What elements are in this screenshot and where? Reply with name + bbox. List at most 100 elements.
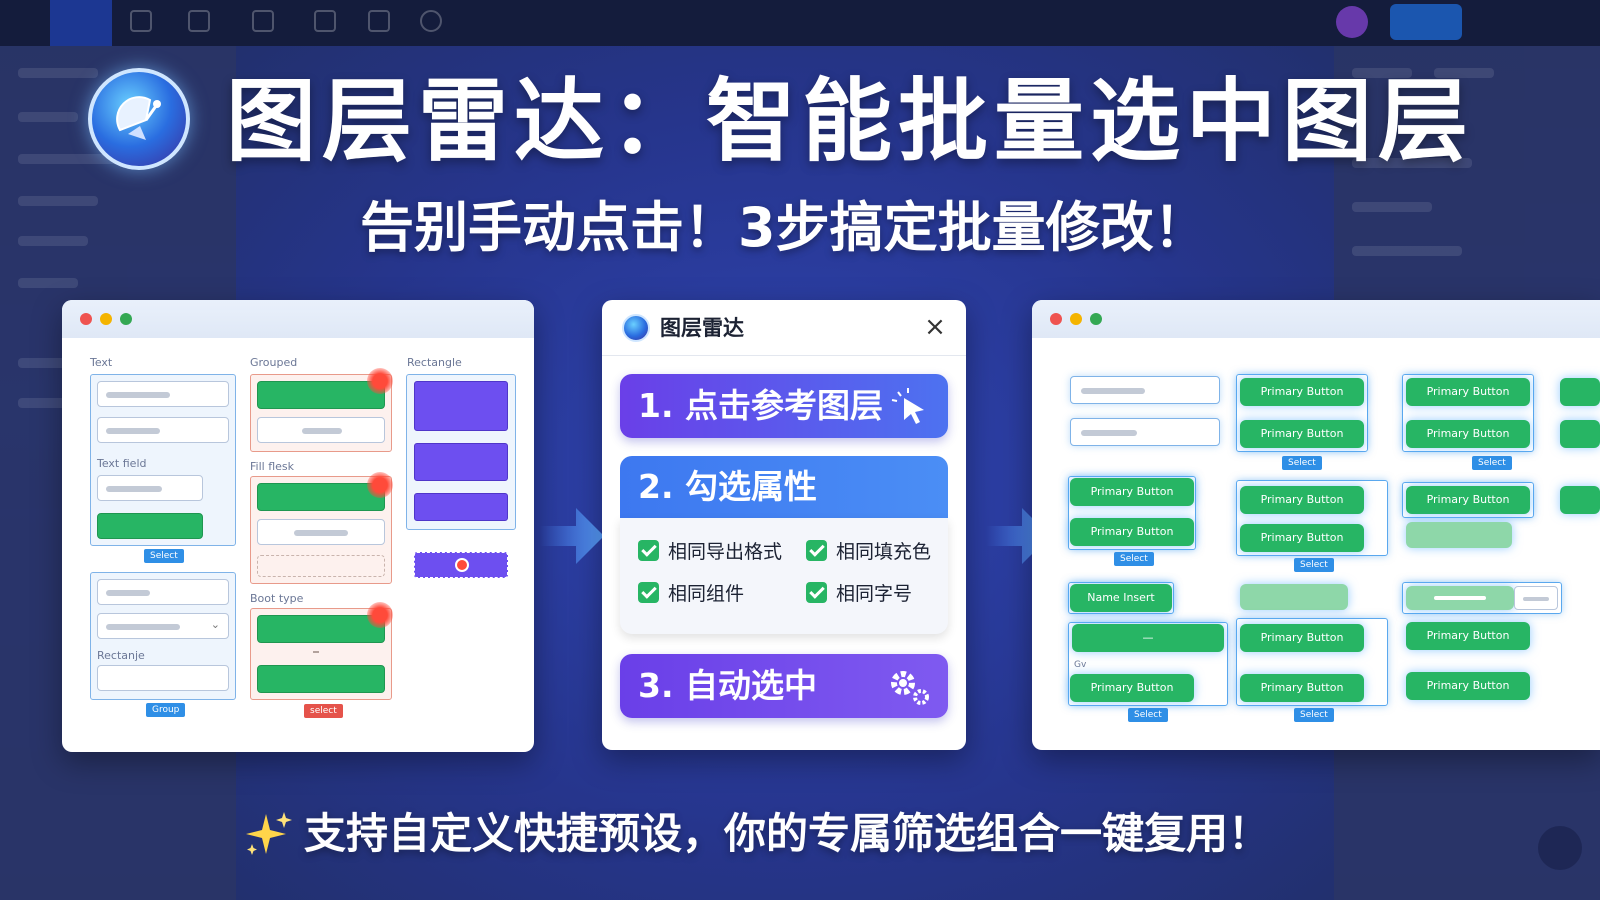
light-green-block[interactable] xyxy=(1240,584,1348,610)
checkbox-label: 相同导出格式 xyxy=(668,541,783,563)
checkbox-same-fill[interactable]: 相同填充色 xyxy=(806,540,931,564)
select-tag: Select xyxy=(1294,708,1334,722)
green-button[interactable] xyxy=(257,483,385,511)
text-field[interactable] xyxy=(97,381,229,407)
red-marker-icon xyxy=(367,368,393,394)
close-dot-icon xyxy=(1050,313,1062,325)
record-dot-icon xyxy=(455,558,469,572)
text-field[interactable] xyxy=(97,579,229,605)
step-label: 2. 勾选属性 xyxy=(638,467,817,506)
primary-button[interactable]: Primary Button xyxy=(1406,486,1530,514)
check-icon xyxy=(638,540,659,561)
dialog-header: 图层雷达 × xyxy=(602,300,966,356)
selected-rectangle[interactable] xyxy=(414,552,508,578)
name-insert-button[interactable]: Name Insert xyxy=(1070,584,1172,612)
frame-tool-icon xyxy=(130,10,152,32)
checkbox-label: 相同组件 xyxy=(668,583,745,605)
purple-rectangle[interactable] xyxy=(414,493,508,521)
radar-logo-icon xyxy=(622,314,650,342)
checkbox-same-font-size[interactable]: 相同字号 xyxy=(806,582,912,606)
primary-button-cropped[interactable] xyxy=(1560,486,1600,514)
selection-box xyxy=(1068,582,1174,614)
green-button[interactable] xyxy=(257,665,385,693)
close-icon[interactable]: × xyxy=(924,312,946,342)
check-icon xyxy=(806,540,827,561)
text-field[interactable] xyxy=(257,519,385,545)
primary-button[interactable]: Primary Button xyxy=(1406,378,1530,406)
selection-box xyxy=(1402,374,1534,452)
property-options: 相同导出格式 相同填充色 相同组件 相同字号 xyxy=(620,518,948,634)
checkbox-same-export-format[interactable]: 相同导出格式 xyxy=(638,540,782,564)
checkbox-label: 相同字号 xyxy=(836,583,913,605)
slider-value-box[interactable] xyxy=(1514,586,1558,610)
step-check-properties: 2. 勾选属性 xyxy=(620,456,948,518)
primary-button[interactable]: Primary Button xyxy=(1070,518,1194,546)
selection-box xyxy=(1402,582,1562,614)
text-field[interactable] xyxy=(1070,376,1220,404)
checkbox-same-component[interactable]: 相同组件 xyxy=(638,582,744,606)
column-label-rectangle: Rectangle xyxy=(407,356,462,369)
light-green-block[interactable] xyxy=(1406,522,1512,548)
maximize-dot-icon xyxy=(1090,313,1102,325)
select-tag: Select xyxy=(144,549,184,563)
selection-box xyxy=(1236,374,1368,452)
primary-button-wide[interactable]: — xyxy=(1072,624,1224,652)
text-field[interactable] xyxy=(257,417,385,443)
primary-button-cropped[interactable] xyxy=(1560,420,1600,448)
rectangle-frame[interactable] xyxy=(406,374,516,530)
window-titlebar xyxy=(62,300,534,338)
pen-tool-icon xyxy=(252,10,274,32)
red-marker-icon xyxy=(367,602,393,628)
step-label: 3. 自动选中 xyxy=(638,666,817,705)
primary-button[interactable]: Primary Button xyxy=(1240,420,1364,448)
dropdown-field[interactable]: ⌄ xyxy=(97,613,229,639)
primary-button[interactable]: Primary Button xyxy=(1240,624,1364,652)
chevron-down-icon: ⌄ xyxy=(210,618,220,631)
primary-button[interactable]: Primary Button xyxy=(1070,478,1194,506)
primary-button[interactable]: Primary Button xyxy=(1406,672,1530,700)
purple-rectangle[interactable] xyxy=(414,443,508,481)
help-button xyxy=(1538,826,1582,870)
page-title: 图层雷达：智能批量选中图层 xyxy=(226,69,1474,174)
text-frame[interactable]: ⌄ Rectanje xyxy=(90,572,236,700)
step-auto-select[interactable]: 3. 自动选中 xyxy=(620,654,948,718)
column-label-grouped: Grouped xyxy=(250,356,298,369)
minimize-dot-icon xyxy=(1070,313,1082,325)
selection-box xyxy=(1236,480,1388,556)
fill-frame[interactable] xyxy=(250,476,392,584)
primary-button[interactable]: Primary Button xyxy=(1406,420,1530,448)
slider-track[interactable] xyxy=(1406,586,1514,610)
hand-tool-icon xyxy=(368,10,390,32)
primary-button[interactable]: Primary Button xyxy=(1240,674,1364,702)
primary-button[interactable]: Primary Button xyxy=(1070,674,1194,702)
primary-button[interactable]: Primary Button xyxy=(1240,378,1364,406)
group-tag: Group xyxy=(146,703,186,717)
primary-button-cropped[interactable] xyxy=(1560,378,1600,406)
step-click-reference-layer[interactable]: 1. 点击参考图层 xyxy=(620,374,948,438)
text-frame[interactable]: Text field xyxy=(90,374,236,546)
primary-button[interactable]: Primary Button xyxy=(1406,622,1530,650)
green-button[interactable] xyxy=(97,513,203,539)
selection-box xyxy=(1068,622,1228,706)
text-field[interactable] xyxy=(97,665,229,691)
green-button[interactable] xyxy=(257,615,385,643)
green-button[interactable] xyxy=(257,381,385,409)
boot-frame[interactable] xyxy=(250,608,392,700)
primary-button[interactable]: Primary Button xyxy=(1240,486,1364,514)
select-tag-red: select xyxy=(304,704,343,718)
minimize-dot-icon xyxy=(100,313,112,325)
checkbox-label: 相同填充色 xyxy=(836,541,932,563)
purple-rectangle[interactable] xyxy=(414,381,508,431)
text-field-label: Text field xyxy=(97,457,147,470)
layer-radar-dialog: 图层雷达 × 1. 点击参考图层 2. 勾选属性 相同导出格式 相同填充色 相同… xyxy=(602,300,966,750)
radar-logo-icon xyxy=(88,68,190,170)
text-field[interactable] xyxy=(97,475,203,501)
text-field[interactable] xyxy=(1070,418,1220,446)
shape-tool-icon xyxy=(188,10,210,32)
text-field[interactable] xyxy=(97,417,229,443)
primary-button[interactable]: Primary Button xyxy=(1240,524,1364,552)
move-tool xyxy=(50,0,112,46)
sparkle-icon xyxy=(246,812,292,855)
check-icon xyxy=(806,582,827,603)
column-label-text: Text xyxy=(90,356,113,369)
